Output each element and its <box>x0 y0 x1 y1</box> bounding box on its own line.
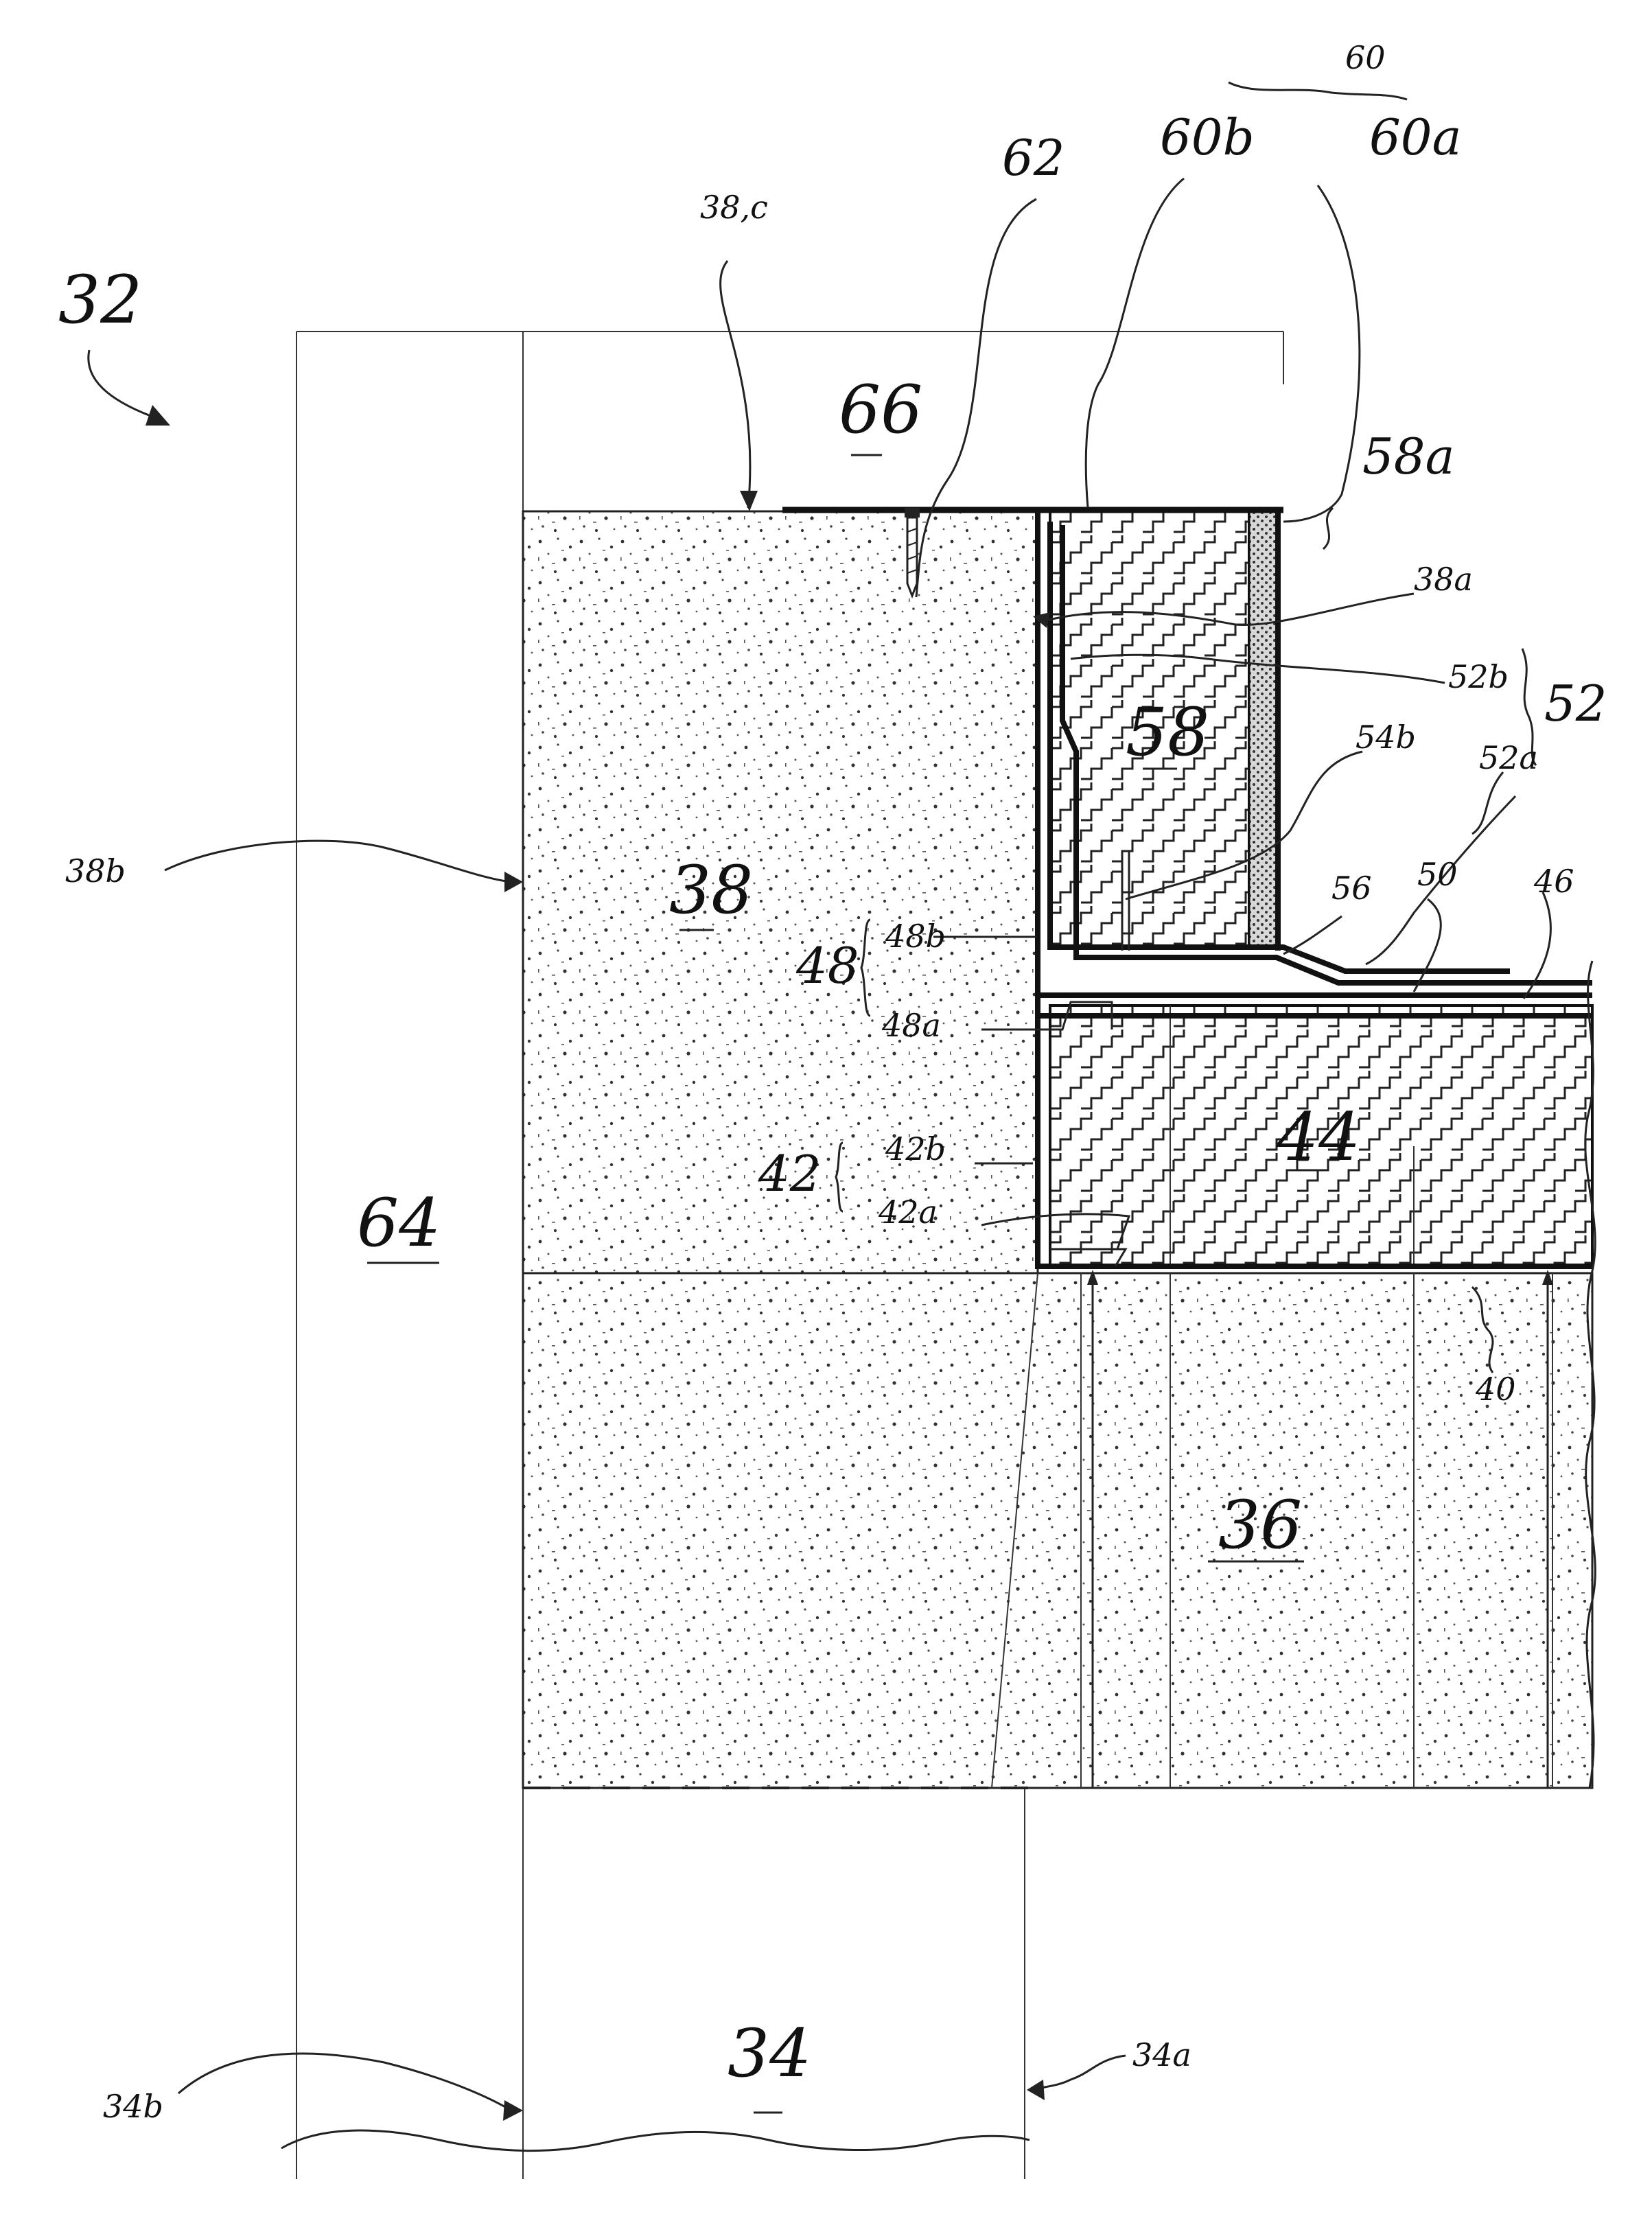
figure-ref-32: 32 <box>58 261 142 338</box>
label-56: 56 <box>1331 870 1372 907</box>
break-line-bottom <box>281 2130 1029 2151</box>
label-52a: 52a <box>1479 739 1538 776</box>
concrete-slab-36 <box>523 1273 1592 1788</box>
label-54b: 54b <box>1356 719 1416 756</box>
label-34: 34 <box>728 2015 811 2092</box>
label-40: 40 <box>1475 1371 1516 1408</box>
label-58: 58 <box>1126 694 1209 771</box>
label-48: 48 <box>795 937 859 995</box>
label-36: 36 <box>1218 1487 1302 1563</box>
label-60: 60 <box>1345 39 1386 76</box>
label-48a: 48a <box>881 1007 941 1044</box>
label-38: 38 <box>669 852 753 929</box>
label-46: 46 <box>1533 863 1574 900</box>
label-64: 64 <box>357 1185 441 1261</box>
strip-58a <box>1249 511 1278 947</box>
label-42b: 42b <box>885 1130 946 1167</box>
label-60a: 60a <box>1369 108 1462 166</box>
label-52b: 52b <box>1448 658 1509 695</box>
label-38c: 38,c <box>700 189 768 226</box>
label-42: 42 <box>758 1145 822 1202</box>
label-58a: 58a <box>1362 428 1455 485</box>
label-60b: 60b <box>1160 108 1255 166</box>
label-38b: 38b <box>65 852 126 889</box>
label-42a: 42a <box>878 1194 938 1231</box>
label-44: 44 <box>1276 1099 1360 1176</box>
label-50: 50 <box>1417 856 1458 893</box>
label-52: 52 <box>1544 675 1607 732</box>
label-48b: 48b <box>885 918 946 955</box>
label-34b: 34b <box>103 2088 163 2125</box>
label-62: 62 <box>1002 129 1065 187</box>
label-66: 66 <box>839 371 922 448</box>
label-38a: 38a <box>1414 561 1473 598</box>
label-34a: 34a <box>1132 2036 1191 2073</box>
